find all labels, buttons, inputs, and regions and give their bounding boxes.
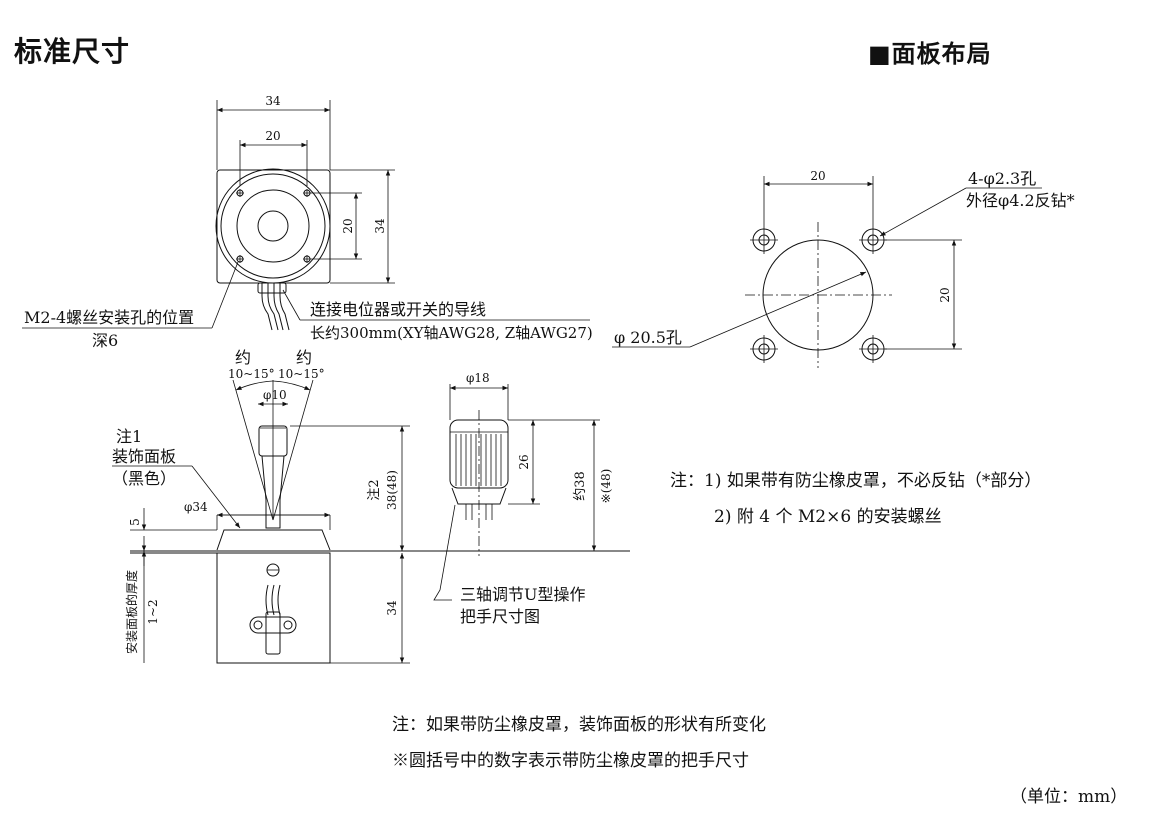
handle-dim-grip: 26 — [517, 454, 531, 469]
panel-center-hole-label: φ 20.5孔 — [614, 328, 682, 347]
dim-top-width: 34 — [265, 94, 281, 108]
dim-handle-height-note: 注2 — [367, 479, 382, 500]
handle-caption-line2: 把手尺寸图 — [460, 607, 540, 626]
handle-caption-line1: 三轴调节U型操作 — [460, 585, 586, 604]
dim-handle-height: 38(48) — [385, 470, 399, 510]
note-label-2: 装饰面板 — [112, 447, 176, 466]
mount-hole-depth: 深6 — [92, 331, 118, 350]
dim-bezel-dia: φ34 — [184, 500, 208, 514]
panel-dim-pitch-h: 20 — [810, 169, 825, 183]
panel-dim-pitch-v: 20 — [938, 287, 952, 302]
dim-panel-thickness: 1~2 — [146, 599, 160, 624]
handle-dim-dia: φ18 — [466, 371, 490, 385]
handle-view — [433, 384, 600, 601]
lead-label-line2: 长约300mm(XY轴AWG28, Z轴AWG27) — [310, 324, 593, 342]
dim-stick-dia: φ10 — [263, 388, 287, 402]
dim-bezel-height: 5 — [128, 518, 142, 526]
panel-hole-label-2: 外径φ4.2反钻* — [966, 191, 1075, 210]
unit-label: （单位：mm） — [1010, 787, 1128, 807]
angle-word-right: 约 — [296, 348, 312, 367]
handle-dim-total-alt: ※(48) — [599, 469, 613, 504]
top-view: 34 20 20 34 — [22, 94, 590, 331]
handle-dim-total: 约38 — [573, 471, 588, 501]
dim-panel-thickness-label: 安装面板的厚度 — [124, 570, 139, 654]
side-view — [112, 379, 630, 664]
dim-top-height: 34 — [373, 218, 387, 234]
angle-range-right: 10~15° — [278, 367, 325, 381]
angle-range-left: 10~15° — [228, 367, 275, 381]
dim-top-hole-pitch-v: 20 — [341, 218, 355, 233]
note-2: 2) 附 4 个 M2×6 的安装螺丝 — [714, 507, 942, 527]
footer-note-2: ※圆括号中的数字表示带防尘橡皮罩的把手尺寸 — [392, 751, 749, 771]
footer-note-1: 注：如果带防尘橡皮罩，装饰面板的形状有所变化 — [392, 715, 766, 735]
panel-layout-title: ■面板布局 — [868, 40, 992, 68]
mount-hole-label: M2-4螺丝安装孔的位置 — [24, 308, 194, 327]
note-label-3: （黑色） — [112, 469, 176, 488]
panel-layout-drawing — [612, 176, 1042, 368]
lead-label-line1: 连接电位器或开关的导线 — [310, 300, 486, 319]
page-title: 标准尺寸 — [14, 35, 131, 68]
note-label-1: 注1 — [116, 427, 142, 446]
angle-word-left: 约 — [235, 348, 251, 367]
panel-hole-label-1: 4-φ2.3孔 — [968, 169, 1036, 188]
dim-body-height: 34 — [385, 600, 399, 616]
note-1: 注：1) 如果带有防尘橡皮罩，不必反钻（*部分） — [670, 471, 1042, 491]
dim-top-hole-pitch: 20 — [265, 129, 280, 143]
